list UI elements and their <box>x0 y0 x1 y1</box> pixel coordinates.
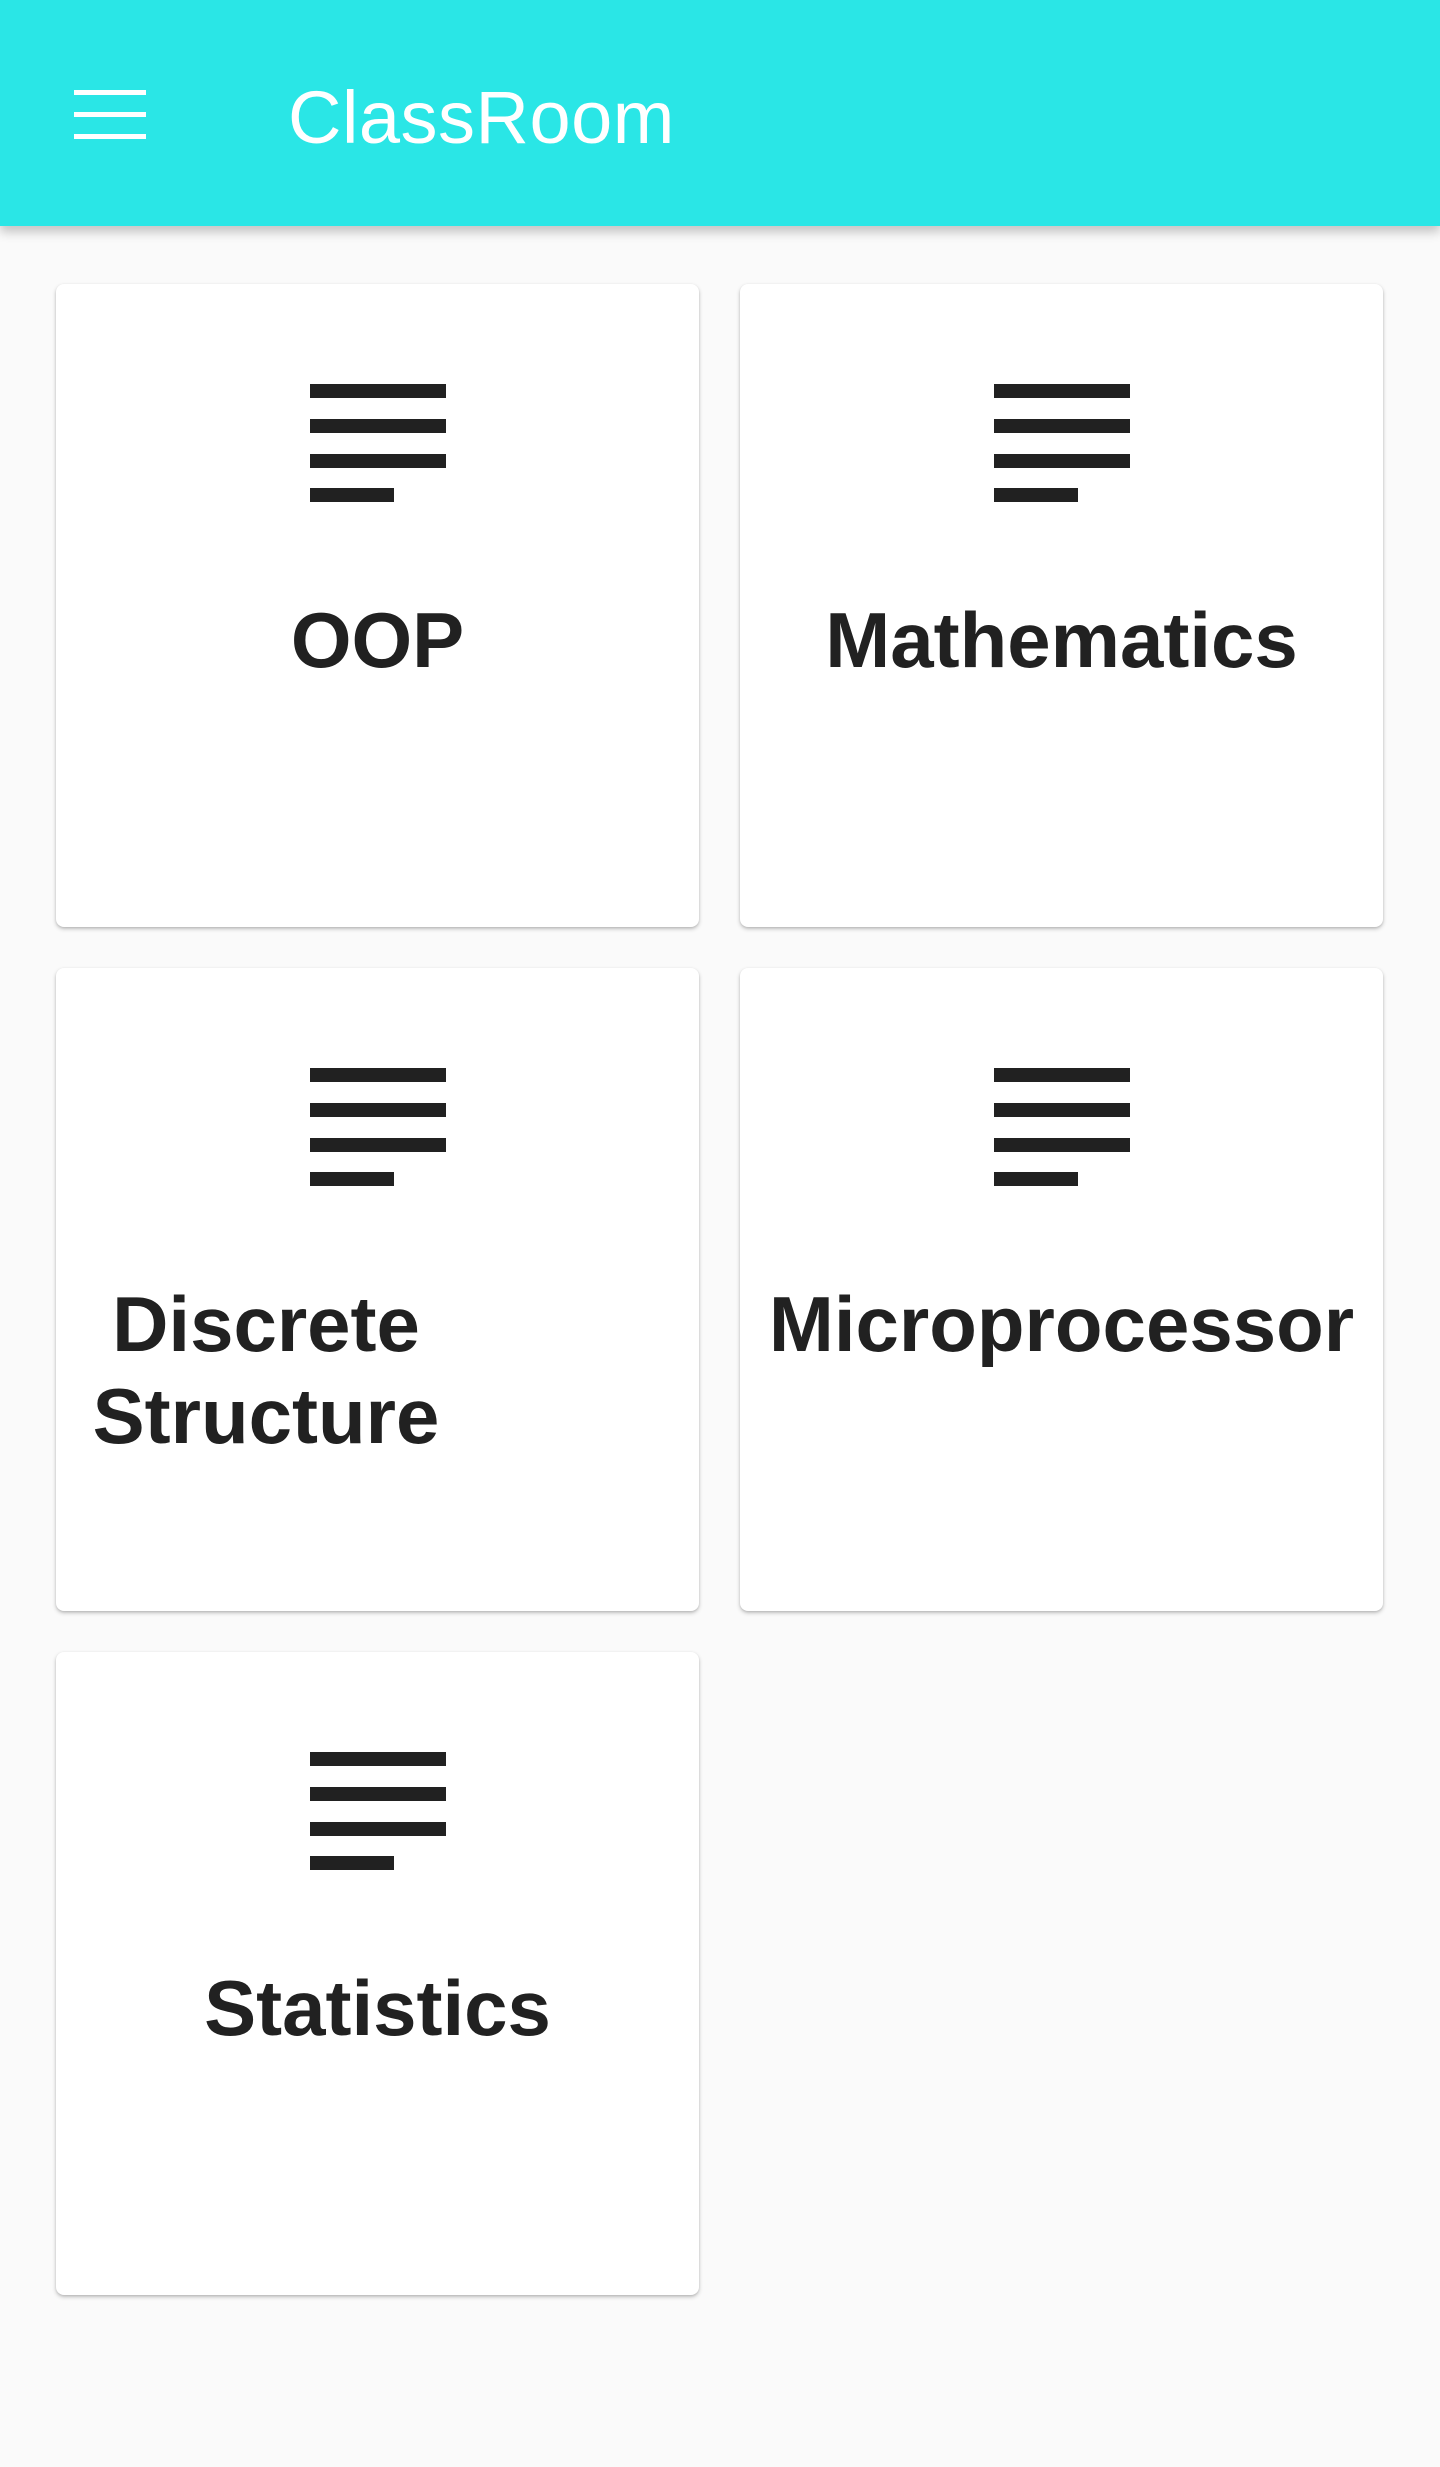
notes-icon <box>994 1068 1130 1186</box>
notes-icon <box>310 1752 446 1870</box>
menu-icon <box>74 90 146 139</box>
course-card-microprocessor[interactable]: Microprocessor <box>740 968 1383 1611</box>
notes-icon <box>310 384 446 502</box>
app-bar: ClassRoom <box>0 0 1440 226</box>
course-title: OOP <box>290 596 465 684</box>
course-title: Statistics <box>204 1964 551 2052</box>
notes-icon <box>310 1068 446 1186</box>
course-title: Discrete Structure <box>92 1280 440 1460</box>
course-title: Mathematics <box>825 596 1298 684</box>
course-card-oop[interactable]: OOP <box>56 284 699 927</box>
menu-button[interactable] <box>60 72 160 158</box>
course-card-mathematics[interactable]: Mathematics <box>740 284 1383 927</box>
course-card-statistics[interactable]: Statistics <box>56 1652 699 2295</box>
course-title: Microprocessor <box>768 1280 1355 1368</box>
notes-icon <box>994 384 1130 502</box>
app-title: ClassRoom <box>288 76 675 159</box>
course-card-discrete-structure[interactable]: Discrete Structure <box>56 968 699 1611</box>
